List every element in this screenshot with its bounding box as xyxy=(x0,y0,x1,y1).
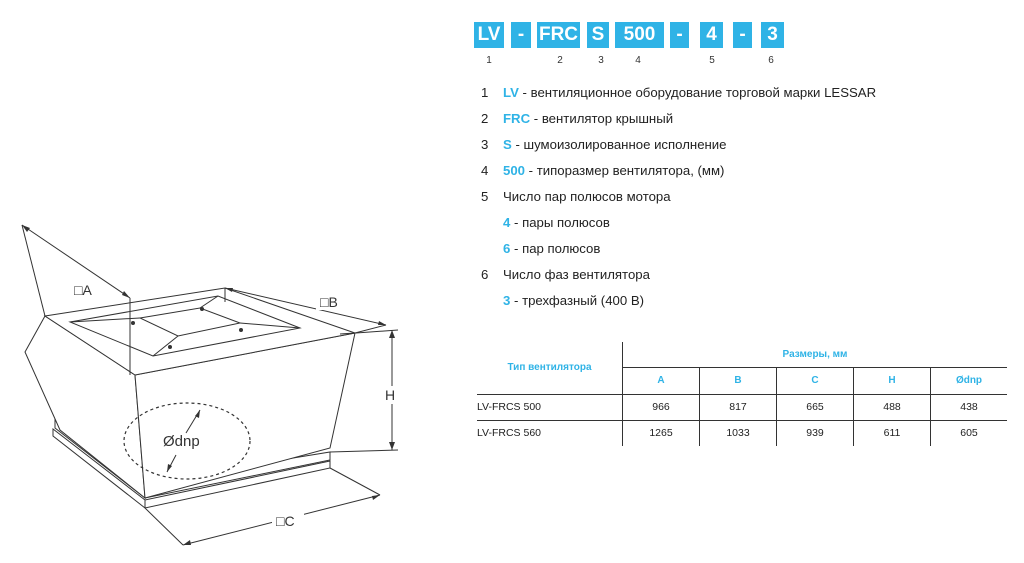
table-column-header: A xyxy=(622,367,700,395)
legend-key: 3 xyxy=(503,293,511,308)
code-position-number: 3 xyxy=(598,55,604,66)
table-row: LV-FRCS 500 966 817 665 488 438 xyxy=(477,393,1007,421)
dimensions-table: Тип вентилятора Размеры, мм A B C H Ødnp… xyxy=(477,342,1007,446)
code-segment-dash: - xyxy=(733,22,752,48)
dimension-a-line xyxy=(21,224,131,299)
label-a: □A xyxy=(74,282,92,298)
code-segment-s: S xyxy=(587,22,609,48)
table-column-header: C xyxy=(776,367,854,395)
code-segment-dash: - xyxy=(511,22,531,48)
label-d: Ødnp xyxy=(163,433,200,450)
code-position-number: 2 xyxy=(557,55,563,66)
legend-line: 1 LV - вентиляционное оборудование торгов… xyxy=(481,84,876,102)
legend-text: Число пар полюсов мотора xyxy=(503,189,671,204)
table-cell: 605 xyxy=(960,427,978,440)
code-position-number: 5 xyxy=(709,55,715,66)
legend-text: - пары полюсов xyxy=(510,215,610,230)
legend-text: Число фаз вентилятора xyxy=(503,267,650,282)
table-cell-name: LV-FRCS 500 xyxy=(477,393,623,421)
legend-text: - трехфазный (400 В) xyxy=(510,293,645,308)
table-cell: 665 xyxy=(776,394,854,421)
table-cell: 438 xyxy=(930,394,1007,421)
code-segment-dash: - xyxy=(670,22,689,48)
legend-number: 3 xyxy=(481,137,489,152)
table-cell: 939 xyxy=(776,420,854,446)
table-header-type: Тип вентилятора xyxy=(477,342,623,394)
legend-text: - типоразмер вентилятора, (мм) xyxy=(525,163,725,178)
code-segment-frc: FRC xyxy=(537,22,580,48)
fan-dimension-drawing: □A □B H □C Ødnp xyxy=(21,224,399,546)
legend-line: 3 - трехфазный (400 В) xyxy=(503,292,644,310)
code-position-number: 4 xyxy=(635,55,641,66)
legend-number: 6 xyxy=(481,267,489,282)
table-cell: 817 xyxy=(699,394,777,421)
code-segment-500: 500 xyxy=(615,22,664,48)
table-column-header: B xyxy=(699,367,777,395)
table-column-header: H xyxy=(853,367,931,395)
code-position-number: 1 xyxy=(486,55,492,66)
legend-line: 2 FRC - вентилятор крышный xyxy=(481,110,673,128)
label-b: □B xyxy=(320,294,338,310)
table-column-header: Ødnp xyxy=(930,367,1007,395)
table-cell-name: LV-FRCS 560 xyxy=(477,420,623,446)
label-h: H xyxy=(385,387,395,403)
legend-key: 6 xyxy=(503,241,511,256)
legend-line: 4 500 - типоразмер вентилятора, (мм) xyxy=(481,162,724,180)
legend-text: - пар полюсов xyxy=(510,241,601,256)
legend-line: 4 - пары полюсов xyxy=(503,214,610,232)
legend-number: 4 xyxy=(481,163,489,178)
legend-text: - вентилятор крышный xyxy=(530,111,674,126)
legend-key: FRC xyxy=(503,111,531,126)
dimension-b-line xyxy=(224,287,387,326)
table-cell: 966 xyxy=(622,394,700,421)
legend-number: 2 xyxy=(481,111,489,126)
legend-line: 6 - пар полюсов xyxy=(503,240,600,258)
code-segment-3: 3 xyxy=(761,22,784,48)
legend-key: 500 xyxy=(503,163,526,178)
code-segment-4: 4 xyxy=(700,22,723,48)
table-cell: 488 xyxy=(853,394,931,421)
table-cell: 611 xyxy=(853,420,931,446)
code-segment-lv: LV xyxy=(474,22,504,48)
table-cell: 1265 xyxy=(622,420,700,446)
legend-text: - вентиляционное оборудование торговой м… xyxy=(518,85,877,100)
legend-number: 1 xyxy=(481,85,489,100)
legend-key: 4 xyxy=(503,215,511,230)
legend-key: S xyxy=(503,137,512,152)
table-cell: 1033 xyxy=(699,420,777,446)
duct-circle xyxy=(123,402,251,480)
legend-text: - шумоизолированное исполнение xyxy=(511,137,727,152)
table-row: LV-FRCS 560 1265 1033 939 611 605 xyxy=(477,420,1007,446)
legend-number: 5 xyxy=(481,189,489,204)
code-position-number: 6 xyxy=(768,55,774,66)
legend-line: 5 Число пар полюсов мотора xyxy=(481,188,671,206)
table-header-group: Размеры, мм xyxy=(622,342,1007,368)
label-c: □C xyxy=(276,513,295,529)
legend-line: 6 Число фаз вентилятора xyxy=(481,266,650,284)
legend-key: LV xyxy=(503,85,519,100)
